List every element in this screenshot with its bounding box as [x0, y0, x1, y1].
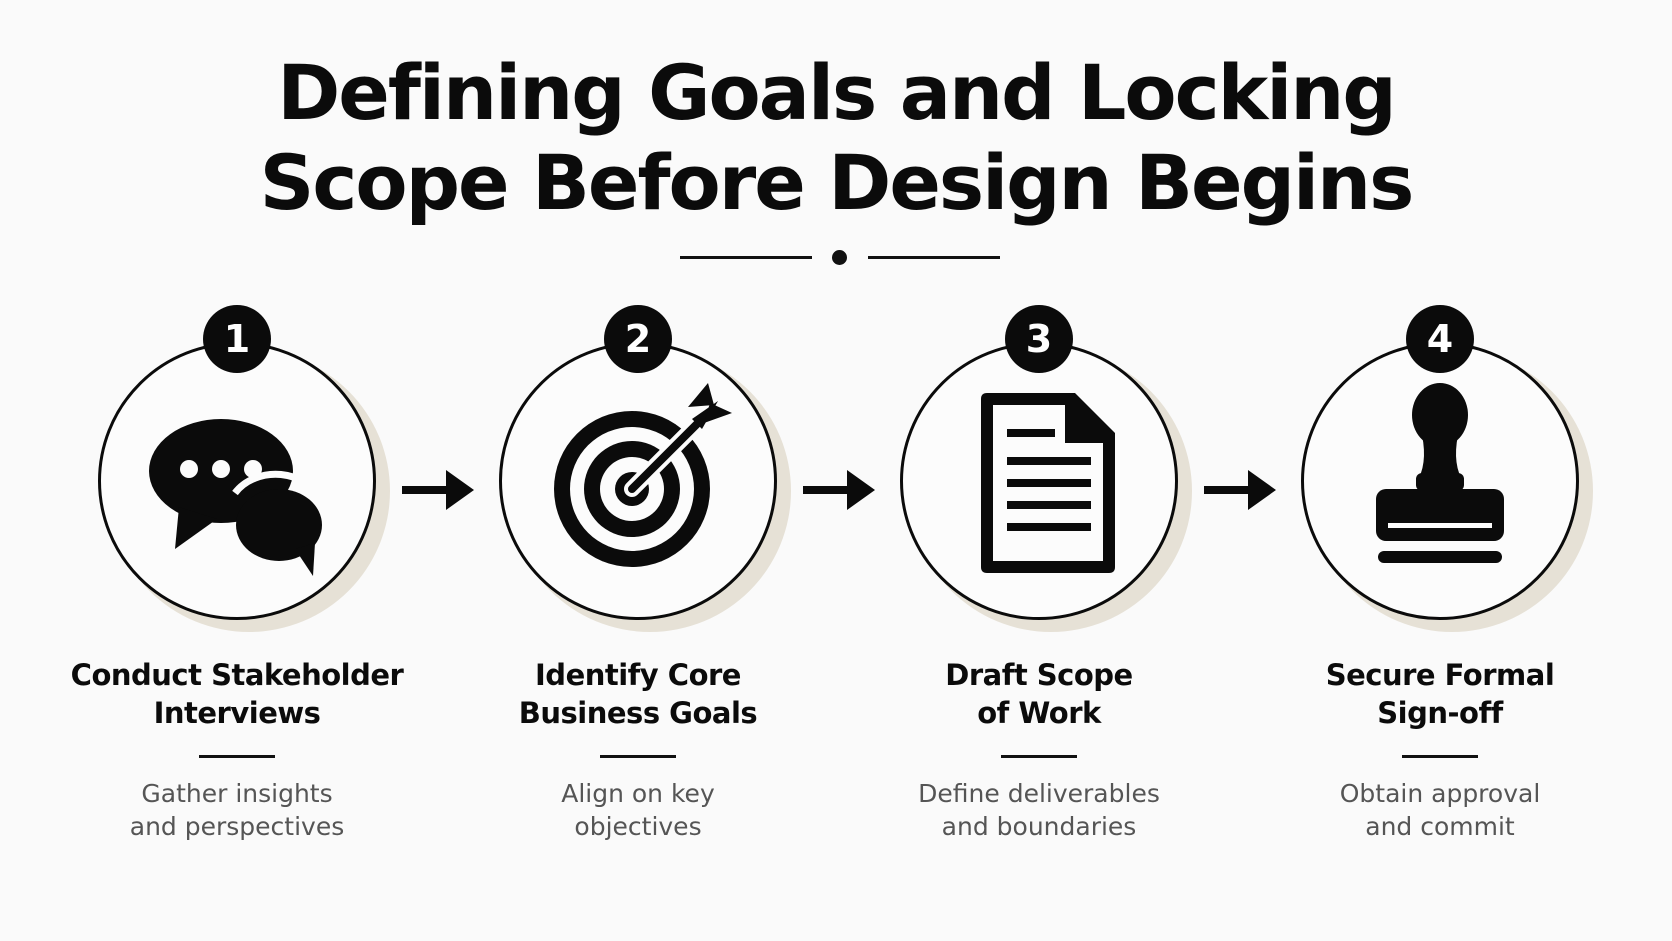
step-2-desc-line-1: Align on key	[561, 779, 715, 808]
step-3-description: Define deliverables and boundaries	[842, 777, 1236, 843]
target-arrow-icon	[554, 383, 732, 567]
arrow-right-icon	[1204, 470, 1276, 510]
speech-bubbles-icon	[149, 419, 325, 576]
step-1-desc-line-2: and perspectives	[129, 812, 345, 841]
step-1-title: Conduct Stakeholder Interviews	[40, 656, 434, 732]
stamp-icon	[1376, 383, 1504, 563]
step-2-desc-line-2: objectives	[574, 812, 702, 841]
step-4: 4 Secure Formal Sign-off Obtain approval…	[1243, 300, 1643, 860]
step-3-title-line-1: Draft Scope	[945, 658, 1133, 692]
step-4-title: Secure Formal Sign-off	[1243, 656, 1637, 732]
arrow-right-icon	[803, 470, 875, 510]
title-divider-right	[868, 256, 1000, 259]
step-1-description: Gather insights and perspectives	[40, 777, 434, 843]
step-1-rule	[199, 755, 275, 758]
step-1: 1 Conduct Stakeholder Interviews Gather …	[40, 300, 440, 860]
step-2-circle	[499, 342, 777, 620]
step-1-desc-line-1: Gather insights	[141, 779, 333, 808]
step-3-rule	[1001, 755, 1077, 758]
document-icon	[981, 393, 1115, 573]
title-divider-left	[680, 256, 812, 259]
diagram-title-line-2: Scope Before Design Begins	[259, 138, 1415, 227]
step-4-desc-line-1: Obtain approval	[1339, 779, 1541, 808]
step-1-number-badge: 1	[203, 305, 271, 373]
step-2: 2 Identify Core Business Goals Align on …	[441, 300, 841, 860]
step-3-number-badge: 3	[1005, 305, 1073, 373]
step-3: 3 Draft Scope of Work Define deliverable…	[842, 300, 1242, 860]
step-4-desc-line-2: and commit	[1365, 812, 1515, 841]
step-4-title-line-2: Sign-off	[1377, 696, 1503, 730]
step-1-title-line-1: Conduct Stakeholder	[70, 658, 404, 692]
step-2-number-badge: 2	[604, 305, 672, 373]
step-2-title-line-2: Business Goals	[518, 696, 758, 730]
step-3-title: Draft Scope of Work	[842, 656, 1236, 732]
step-2-title: Identify Core Business Goals	[441, 656, 835, 732]
step-4-description: Obtain approval and commit	[1243, 777, 1637, 843]
step-2-title-line-1: Identify Core	[535, 658, 741, 692]
step-4-title-line-1: Secure Formal	[1325, 658, 1555, 692]
step-3-title-line-2: of Work	[977, 696, 1101, 730]
arrow-right-icon	[402, 470, 474, 510]
step-1-title-line-2: Interviews	[153, 696, 321, 730]
step-3-desc-line-2: and boundaries	[941, 812, 1137, 841]
step-2-rule	[600, 755, 676, 758]
step-4-rule	[1402, 755, 1478, 758]
step-2-description: Align on key objectives	[441, 777, 835, 843]
step-4-number-badge: 4	[1406, 305, 1474, 373]
diagram-title-line-1: Defining Goals and Locking	[277, 48, 1397, 137]
title-divider-dot	[832, 250, 847, 265]
step-3-desc-line-1: Define deliverables	[918, 779, 1160, 808]
